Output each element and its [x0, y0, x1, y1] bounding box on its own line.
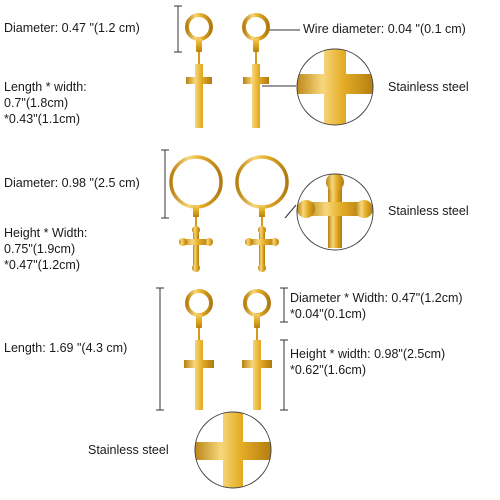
row2-material-label: Stainless steel: [388, 204, 469, 218]
row1-size-line2: 0.7"(1.8cm): [4, 96, 69, 110]
row2-dimension-lines: [161, 149, 297, 219]
row3-hoop-size-line2: *0.04"(0.1cm): [290, 307, 366, 321]
row3-cross-size-line1: Height * width: 0.98"(2.5cm): [290, 347, 446, 361]
row3-hoop-size-line1: Diameter * Width: 0.47"(1.2cm): [290, 291, 463, 305]
row2-size-line3: *0.47"(1.2cm): [4, 258, 80, 272]
row1-size-line1: Length * width:: [4, 80, 87, 94]
row2-size-line1: Height * Width:: [4, 226, 88, 240]
row2-right-earring: [235, 155, 289, 272]
row2-zoom-circle: [296, 173, 374, 251]
row2-diameter-label: Diameter: 0.98 "(2.5 cm): [4, 176, 140, 190]
row3-cross-size-line2: *0.62"(1.6cm): [290, 363, 366, 377]
row3-length-label: Length: 1.69 "(4.3 cm): [4, 341, 128, 355]
row1-diameter-label: Diameter: 0.47 "(1.2 cm): [4, 21, 140, 35]
row1-left-earring: [185, 13, 213, 128]
row3-left-earring: [184, 289, 214, 410]
row1-dimension-lines: [174, 5, 300, 87]
row3-dimension-lines: [156, 287, 288, 411]
row3-right-earring: [242, 289, 272, 410]
row3-zoom-circle: [194, 411, 272, 489]
row1-zoom-circle: [296, 48, 374, 126]
row1-size-line3: *0.43"(1.1cm): [4, 112, 80, 126]
row1-right-earring: [242, 13, 270, 128]
row2-size-line2: 0.75"(1.9cm): [4, 242, 76, 256]
row1-wire-diameter-label: Wire diameter: 0.04 "(0.1 cm): [303, 22, 466, 36]
row2-left-earring: [169, 155, 223, 272]
row3-material-label: Stainless steel: [88, 443, 169, 457]
row1-material-label: Stainless steel: [388, 80, 469, 94]
